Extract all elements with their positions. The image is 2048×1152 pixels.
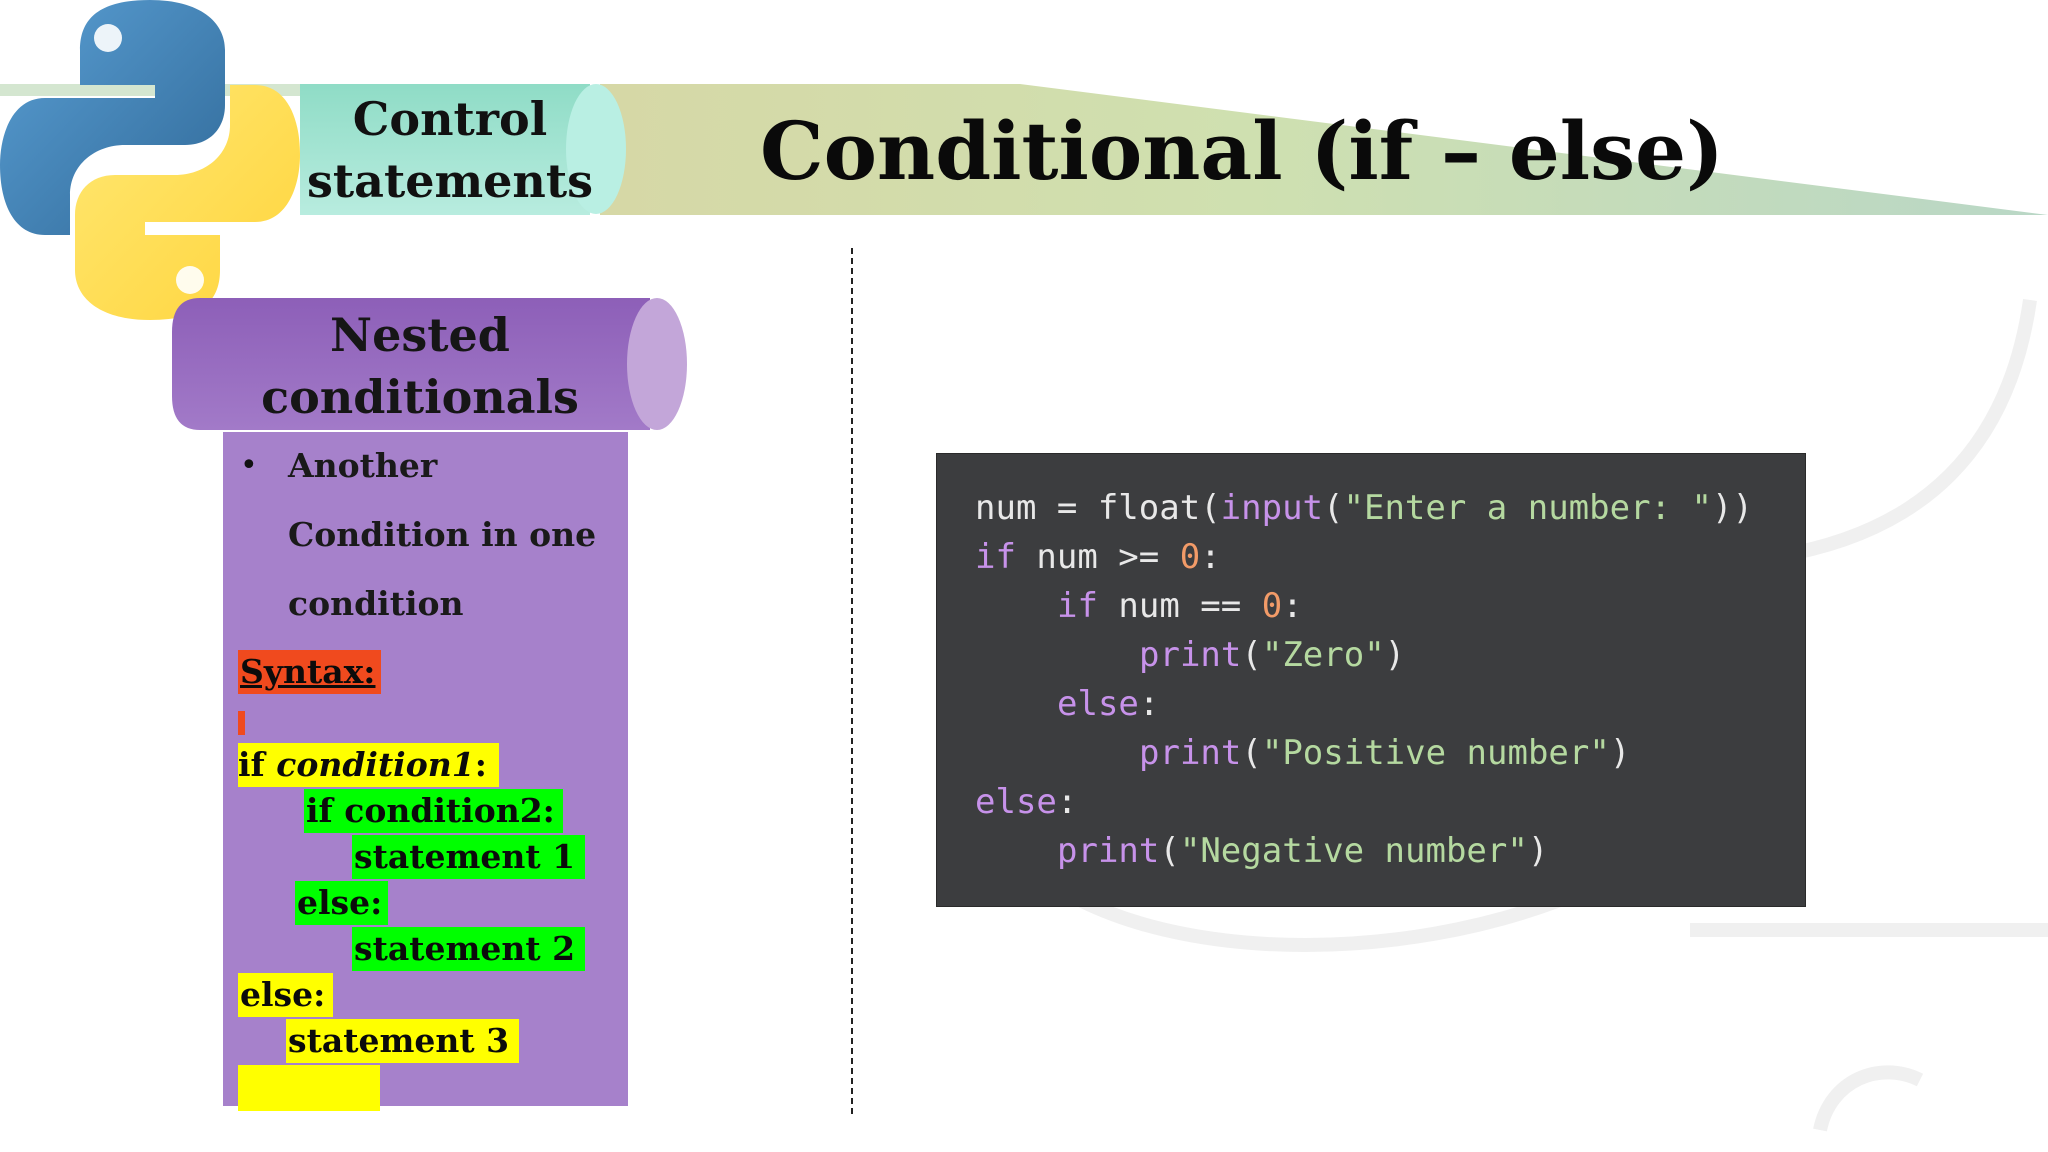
code-line-7: else: xyxy=(975,782,1078,822)
syntax-colon: : xyxy=(474,745,487,784)
code-line-6: print("Positive number") xyxy=(1139,733,1631,773)
section-label-line1: Control xyxy=(352,92,548,146)
syntax-condition1: condition1 xyxy=(276,745,475,784)
bullet-line-2: Condition in one xyxy=(288,515,597,554)
scroll-banner xyxy=(172,298,687,430)
syntax-line-inner-else: else: xyxy=(295,881,389,925)
scroll-heading-line2: conditionals xyxy=(261,370,579,424)
slide-title: Conditional (if – else) xyxy=(760,104,1724,198)
code-block: num = float(input("Enter a number: ")) i… xyxy=(936,453,1806,907)
syntax-line-statement2: statement 2 xyxy=(352,927,586,971)
syntax-line-statement1: statement 1 xyxy=(352,835,586,879)
code-line-5: else: xyxy=(1057,684,1160,724)
syntax-trailing-highlight xyxy=(238,1065,380,1111)
bullet-line-1: Another xyxy=(288,446,438,485)
code-line-1: num = float(input("Enter a number: ")) xyxy=(975,488,1753,528)
bullet-icon: • xyxy=(240,448,258,483)
syntax-line-outer-else: else: xyxy=(238,973,334,1017)
python-logo xyxy=(0,0,300,320)
section-label: Control statements xyxy=(300,88,600,212)
syntax-line-if-condition2: if condition2: xyxy=(304,789,563,833)
scroll-heading-line1: Nested xyxy=(330,308,510,362)
syntax-marker xyxy=(238,711,245,735)
dashed-divider xyxy=(851,248,853,1114)
code-line-4: print("Zero") xyxy=(1139,635,1406,675)
title-banner xyxy=(0,84,2048,215)
section-label-line2: statements xyxy=(307,154,593,208)
bullet-line-3: condition xyxy=(288,584,464,623)
code-line-8: print("Negative number") xyxy=(1057,831,1549,871)
code-line-2: if num >= 0: xyxy=(975,537,1221,577)
syntax-line-statement3: statement 3 xyxy=(286,1019,520,1063)
scroll-heading: Nested conditionals xyxy=(230,304,610,428)
syntax-label: Syntax: xyxy=(238,650,382,694)
syntax-if-keyword: if xyxy=(238,745,277,784)
syntax-line-if: if condition1: xyxy=(238,743,499,787)
code-line-3: if num == 0: xyxy=(1057,586,1303,626)
